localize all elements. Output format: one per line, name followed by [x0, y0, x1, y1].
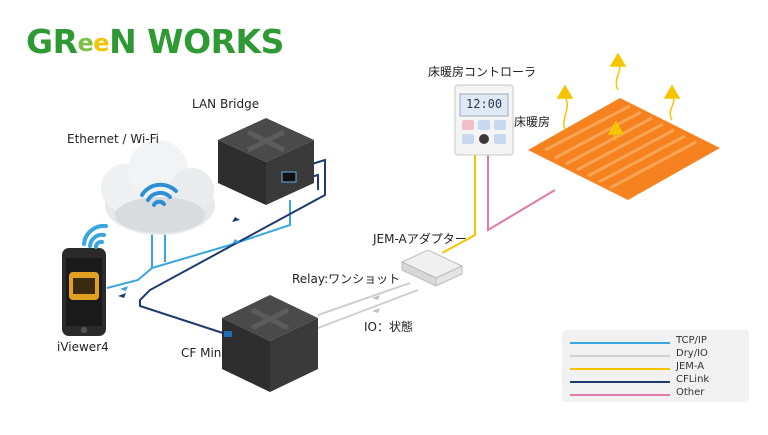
cflink-bridge-to-cfmini: [139, 158, 326, 337]
cf-mini-device: [222, 295, 318, 392]
tcpip-link-phone-cloud: [106, 225, 153, 289]
legend-item-other: Other: [562, 387, 749, 400]
jem-adapter-label: JEM-Aアダプター: [373, 232, 467, 246]
legend-label: Other: [676, 387, 705, 398]
relay-label: Relay:ワンショット: [292, 272, 401, 286]
direction-arrows: [120, 239, 240, 291]
legend-swatch: [570, 381, 670, 383]
cloud-icon: [101, 140, 215, 235]
cf-mini-label: CF Mini: [181, 346, 225, 360]
greenworks-logo: GReeN WORKS: [26, 22, 284, 61]
dry-io-state-line: [317, 289, 419, 329]
legend-swatch: [570, 342, 670, 344]
legend-label: TCP/IP: [676, 335, 707, 346]
smartphone-device: [62, 223, 108, 336]
legend-swatch: [570, 368, 670, 370]
floor-heating-panel: [528, 52, 720, 200]
io-label: IO：状態: [364, 320, 413, 334]
iviewer-label: iViewer4: [57, 340, 109, 354]
jem-a-adapter-device: [400, 249, 464, 287]
thermostat-controller-device: [454, 84, 514, 156]
ethernet-wifi-label: Ethernet / Wi-Fi: [67, 132, 159, 146]
legend-item-jem-a: JEM-A: [562, 361, 749, 374]
legend-item-tcp-ip: TCP/IP: [562, 335, 749, 348]
jem-a-line: [441, 150, 476, 254]
legend-swatch: [570, 355, 670, 357]
legend-swatch: [570, 394, 670, 396]
lan-bridge-label: LAN Bridge: [192, 97, 260, 111]
legend-item-cflink: CFLink: [562, 374, 749, 387]
lan-bridge-device: [218, 118, 314, 205]
tcpip-link-cloud-bridge: [151, 200, 291, 269]
legend-item-dry-io: Dry/IO: [562, 348, 749, 361]
legend-label: JEM-A: [676, 361, 705, 372]
other-line: [487, 150, 556, 232]
legend-label: Dry/IO: [676, 348, 708, 359]
dry-io-relay-line: [317, 282, 411, 316]
controller-label: 床暖房コントローラ: [428, 65, 537, 79]
thermostat-display: 12:00: [466, 97, 503, 111]
legend-label: CFLink: [676, 374, 710, 385]
floor-heating-label: 床暖房: [514, 115, 551, 129]
